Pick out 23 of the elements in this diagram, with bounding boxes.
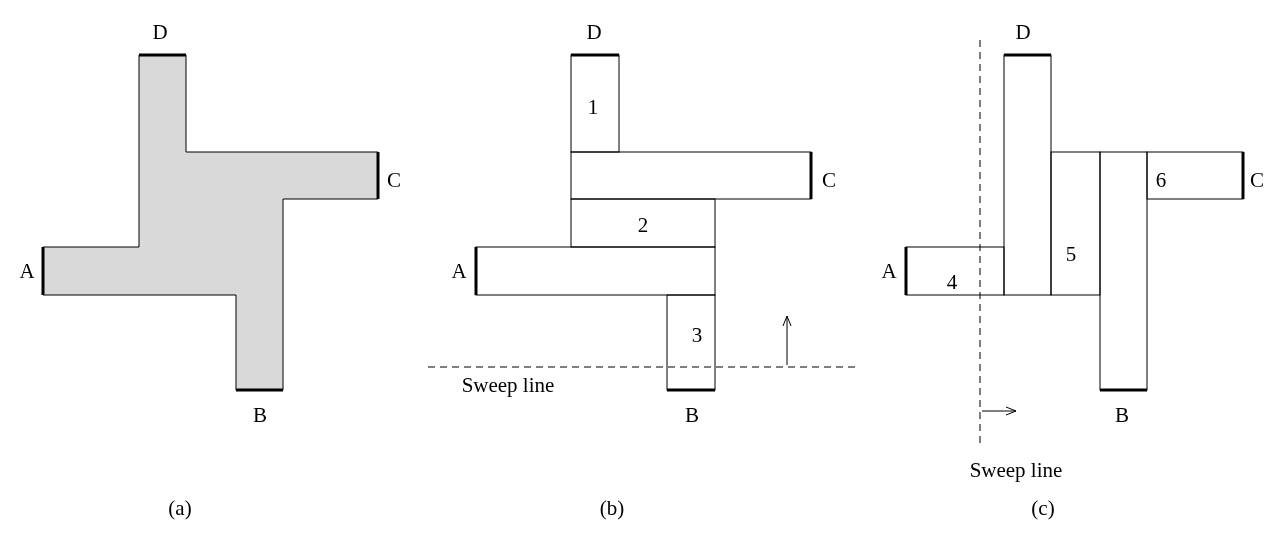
region-number: 4: [946, 271, 958, 293]
vertex-label: D: [1015, 21, 1031, 43]
region-number: 5: [1065, 243, 1077, 265]
vertex-label: C: [1250, 169, 1264, 191]
region-number: 3: [691, 324, 703, 346]
vertex-label: B: [253, 404, 267, 426]
panel-caption: (b): [599, 497, 625, 519]
region-number: 6: [1155, 169, 1167, 191]
region-number: 1: [587, 96, 599, 118]
panel-caption: (a): [168, 497, 192, 519]
vertex-label: D: [152, 21, 168, 43]
vertex-label: D: [586, 21, 602, 43]
region-number: 2: [637, 214, 649, 236]
sweep-line-label: Sweep line: [969, 459, 1063, 481]
vertex-label: A: [881, 260, 897, 282]
vertex-label: A: [19, 260, 35, 282]
vertex-label: C: [822, 169, 836, 191]
vertex-label: B: [1115, 404, 1129, 426]
sweep-line-label: Sweep line: [461, 374, 555, 396]
vertex-label: B: [685, 404, 699, 426]
vertex-label: C: [387, 169, 401, 191]
vertex-label: A: [451, 260, 467, 282]
panel-caption: (c): [1031, 497, 1055, 519]
